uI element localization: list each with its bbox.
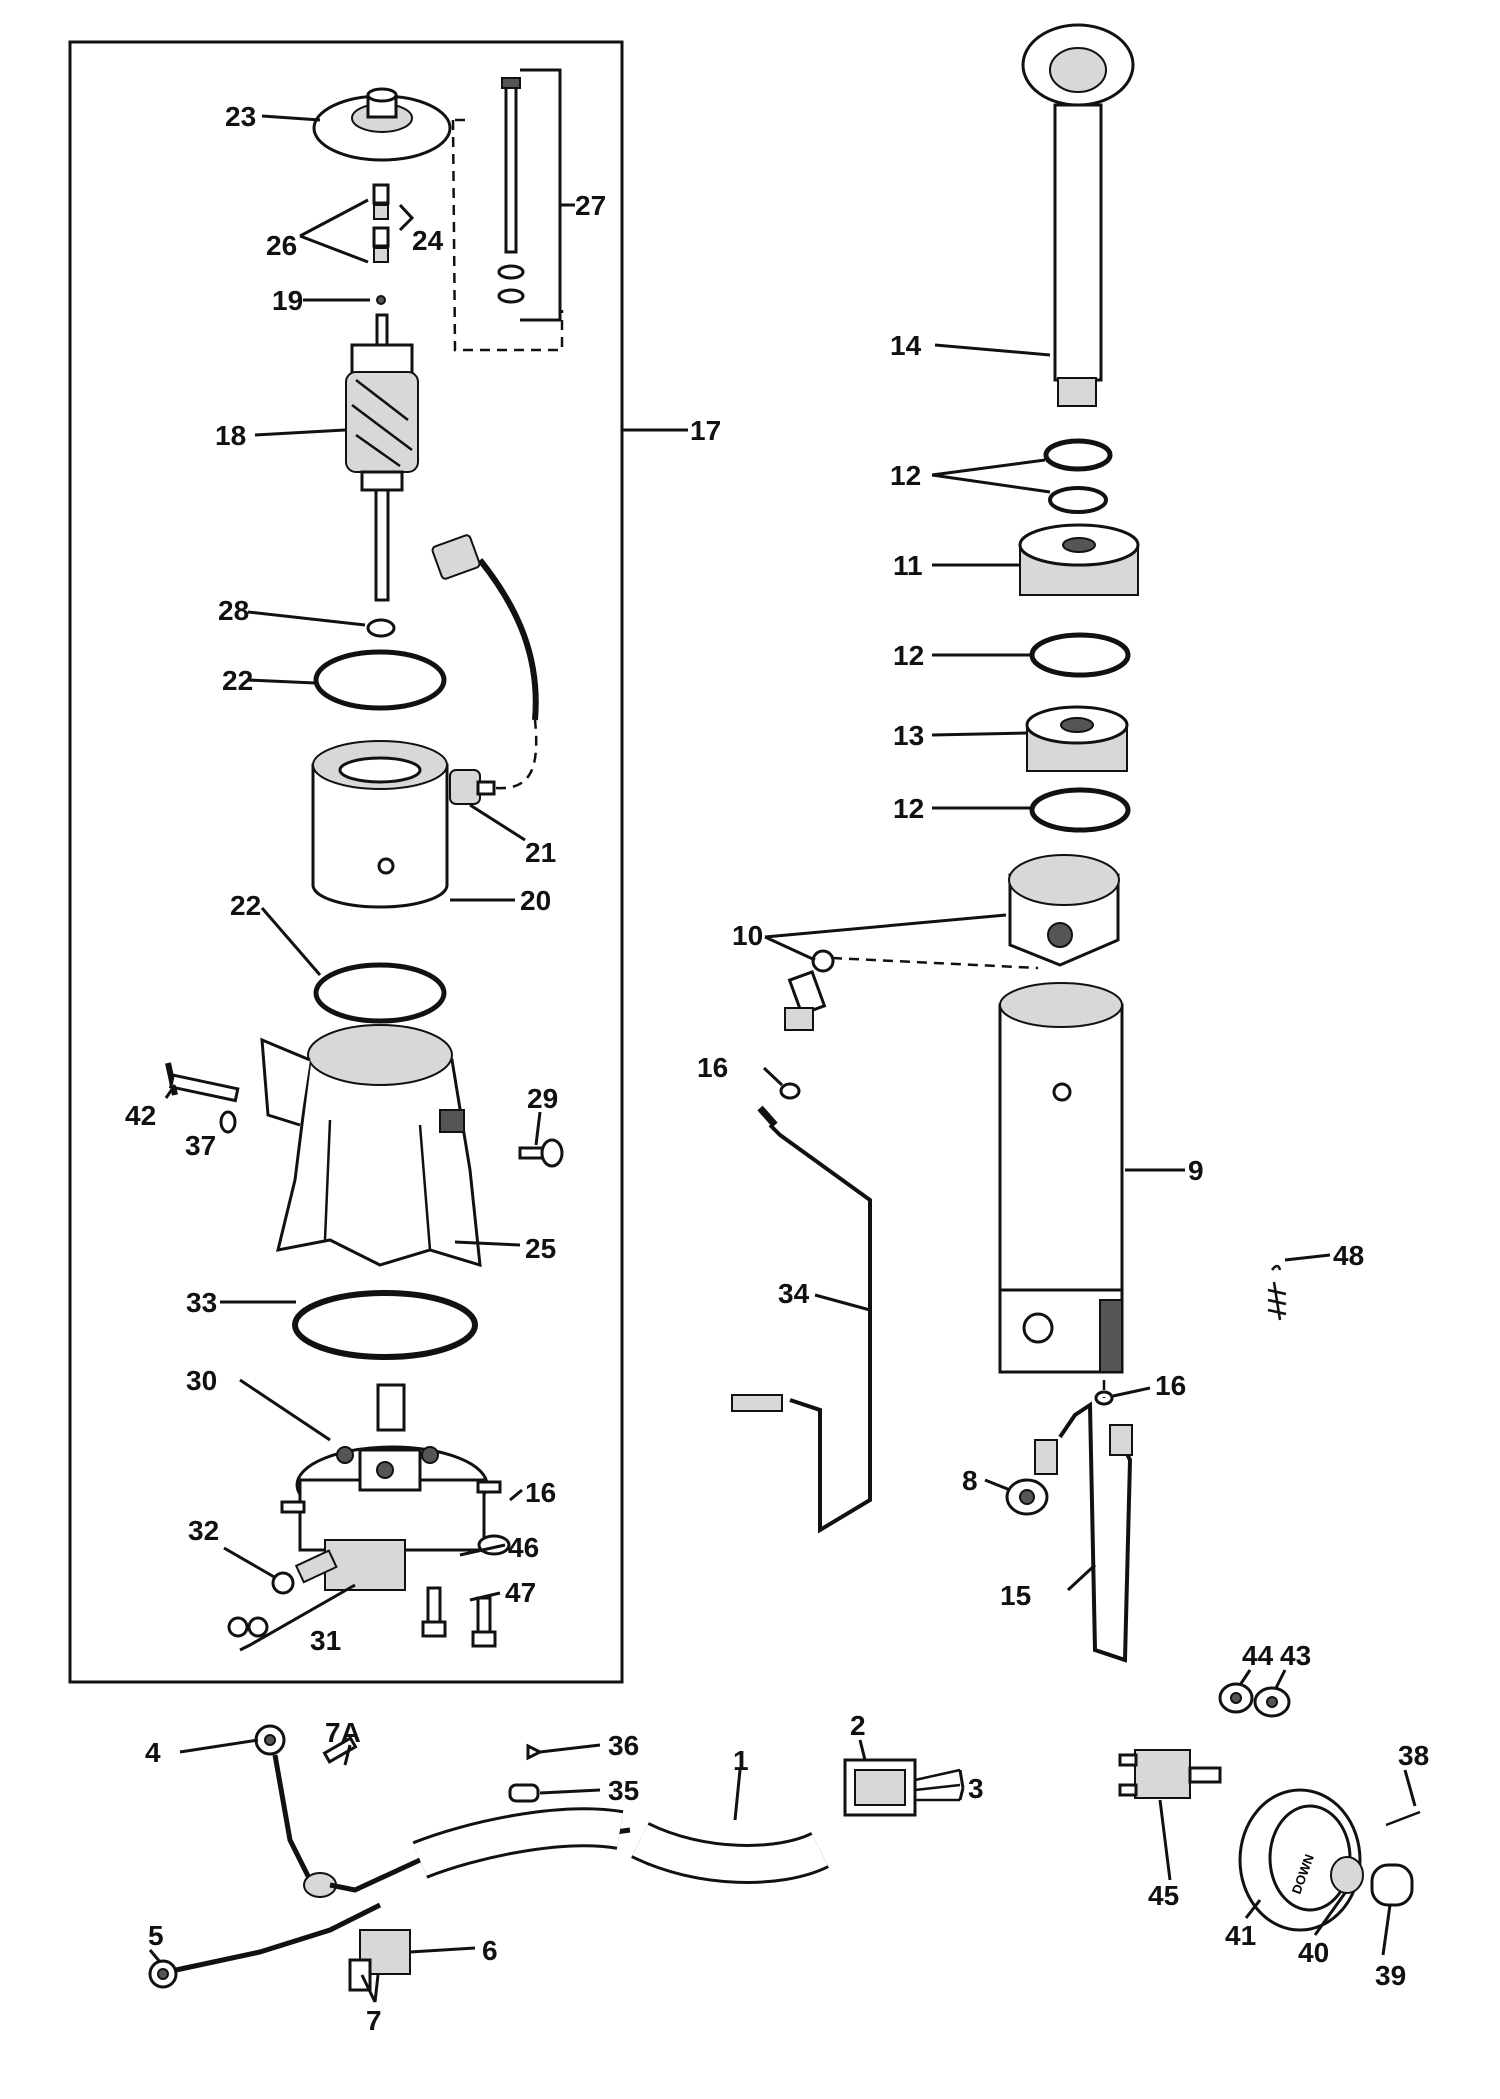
part-switch-nuts (1218, 1682, 1421, 1907)
callout-48: 48 (1333, 1240, 1364, 1271)
callout-24: 24 (412, 225, 444, 256)
callout-4: 4 (145, 1737, 161, 1768)
part-o-ring-pump (292, 1290, 478, 1360)
part-screw-and-washer (165, 1062, 240, 1134)
part-armature (345, 313, 419, 602)
callout-34: 34 (778, 1278, 810, 1309)
callout-10: 10 (732, 920, 763, 951)
callout-27: 27 (575, 190, 606, 221)
part-hydraulic-line-short (1034, 1401, 1133, 1663)
callout-40: 40 (1298, 1937, 1329, 1968)
callout-7a: 7A (325, 1717, 361, 1748)
part-spring (1267, 1264, 1287, 1321)
callout-44: 44 (1242, 1640, 1274, 1671)
callout-36: 36 (608, 1730, 639, 1761)
callout-9: 9 (1188, 1155, 1204, 1186)
callout-41: 41 (1225, 1920, 1256, 1951)
callout-labels: 23 27 26 24 19 18 17 28 22 21 20 22 42 3… (125, 101, 1429, 2036)
callout-33: 33 (186, 1287, 217, 1318)
part-fitting-nut (1005, 1478, 1049, 1516)
callout-38: 38 (1398, 1740, 1429, 1771)
callout-8: 8 (962, 1465, 978, 1496)
part-piston-rod (1021, 23, 1135, 407)
callout-30: 30 (186, 1365, 217, 1396)
callout-23: 23 (225, 101, 256, 132)
callout-47: 47 (505, 1577, 536, 1608)
part-switch-plate: DOWN (1238, 1788, 1362, 1932)
part-o-ring-line-upper (779, 1082, 801, 1100)
callout-39: 39 (1375, 1960, 1406, 1991)
part-piston (1025, 705, 1129, 772)
callout-21: 21 (525, 837, 556, 868)
callout-12-a: 12 (890, 460, 921, 491)
part-pump-base (280, 1383, 502, 1591)
part-pump-screws (421, 1586, 497, 1648)
callout-6: 6 (482, 1935, 498, 1966)
callout-32: 32 (188, 1515, 219, 1546)
callout-15: 15 (1000, 1580, 1031, 1611)
part-wiper-seal (1043, 438, 1113, 472)
callout-35: 35 (608, 1775, 639, 1806)
leader-lines (148, 68, 1417, 2003)
callout-13: 13 (893, 720, 924, 751)
part-lead-grommet (431, 534, 539, 805)
callout-1: 1 (733, 1745, 749, 1776)
callout-18: 18 (215, 420, 246, 451)
callout-16-pump: 16 (525, 1477, 556, 1508)
part-check-valve (227, 1549, 338, 1638)
part-connector-block (843, 1758, 961, 1817)
callout-12-c: 12 (893, 793, 924, 824)
part-thrust-washer (366, 618, 396, 638)
part-o-ring-guide (1029, 632, 1131, 678)
callout-11: 11 (893, 550, 923, 581)
callout-22-upper: 22 (222, 665, 253, 696)
callout-7: 7 (366, 2005, 382, 2036)
callout-42: 42 (125, 1100, 156, 1131)
callout-37: 37 (185, 1130, 216, 1161)
callout-45: 45 (1148, 1880, 1179, 1911)
callout-5: 5 (148, 1920, 164, 1951)
callout-25: 25 (525, 1233, 556, 1264)
part-o-ring-upper (313, 649, 447, 711)
callout-14: 14 (890, 330, 922, 361)
part-bleed-screw (518, 1138, 564, 1168)
callout-16-cyl: 16 (1155, 1370, 1186, 1401)
part-manifold (784, 854, 1120, 1031)
callout-2: 2 (850, 1710, 866, 1741)
part-wiring-harness (148, 1724, 829, 1992)
callout-26: 26 (266, 230, 297, 261)
part-end-cap (312, 87, 452, 162)
callout-16-line: 16 (697, 1052, 728, 1083)
callout-20: 20 (520, 885, 551, 916)
callout-46: 46 (508, 1532, 539, 1563)
part-motor-frame (311, 740, 449, 909)
callout-31: 31 (310, 1625, 341, 1656)
callout-17: 17 (690, 415, 721, 446)
callout-19: 19 (272, 285, 303, 316)
callout-12-b: 12 (893, 640, 924, 671)
part-trim-cylinder (998, 982, 1124, 1374)
callout-29: 29 (527, 1083, 558, 1114)
part-hydraulic-line-long (731, 1105, 872, 1534)
part-rod-guide (1018, 523, 1140, 596)
callout-28: 28 (218, 595, 249, 626)
part-o-ring-lower (313, 962, 447, 1024)
callout-3: 3 (968, 1773, 984, 1804)
part-toggle-switch (1118, 1749, 1222, 1799)
part-o-ring-piston (1029, 787, 1131, 833)
part-pump-body (260, 1024, 482, 1268)
assembly-17-frame (68, 40, 624, 1684)
callout-22-lower: 22 (230, 890, 261, 921)
part-through-bolt (497, 77, 525, 304)
callout-43: 43 (1280, 1640, 1311, 1671)
part-clamp-and-screw (508, 1743, 544, 1803)
part-o-ring-rod (1048, 486, 1108, 514)
part-brush-set (372, 183, 390, 305)
